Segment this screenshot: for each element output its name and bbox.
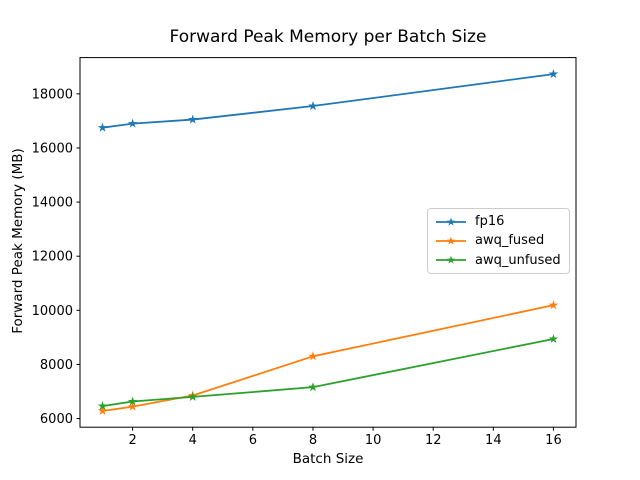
y-tick-label: 10000 [32, 304, 73, 319]
axes-spines [79, 57, 577, 428]
data-point-marker-fp16 [308, 101, 318, 111]
y-tick-label: 18000 [32, 87, 73, 102]
legend-item-label: awq_unfused [475, 252, 561, 268]
y-axis-label: Forward Peak Memory (MB) [10, 148, 26, 334]
x-tick-label: 14 [485, 433, 502, 448]
legend-sample-line-icon [436, 217, 466, 226]
x-tick-label: 12 [425, 433, 442, 448]
legend-sample-line-icon [436, 236, 466, 245]
chart-title: Forward Peak Memory per Batch Size [169, 27, 487, 47]
x-axis-label: Batch Size [292, 451, 364, 467]
x-tick-label: 2 [128, 433, 136, 448]
y-tick-label: 16000 [32, 141, 73, 156]
y-tick-label: 12000 [32, 250, 73, 265]
x-tick-label: 10 [365, 433, 382, 448]
legend-item-awq-fused: awq_fused [434, 231, 563, 250]
data-point-marker-awq_unfused [97, 401, 108, 411]
data-point-marker-awq_unfused [127, 396, 138, 406]
y-tick-label: 8000 [40, 358, 73, 373]
data-point-marker-awq_fused [308, 351, 318, 361]
legend-item-fp16: fp16 [434, 212, 563, 231]
x-tick-label: 16 [545, 433, 562, 448]
x-tick-label: 8 [309, 433, 317, 448]
data-point-marker-fp16 [548, 69, 559, 79]
series-line-awq_fused [102, 304, 554, 412]
legend: fp16 awq_fused awq_unfused [427, 208, 570, 274]
data-point-marker-fp16 [97, 122, 108, 132]
data-point-marker-awq_fused [97, 405, 108, 416]
data-point-marker-awq_unfused [548, 333, 559, 344]
x-tick-label: 6 [249, 433, 257, 448]
data-point-marker-awq_unfused [308, 382, 318, 392]
data-point-marker-fp16 [127, 118, 138, 128]
data-point-marker-awq_fused [548, 300, 559, 310]
data-point-marker-awq_unfused [187, 391, 198, 401]
y-tick-label: 6000 [40, 412, 73, 427]
x-tick-label: 4 [189, 433, 197, 448]
series-line-fp16 [102, 73, 554, 129]
legend-item-label: awq_fused [475, 233, 545, 249]
y-tick-label: 14000 [32, 196, 73, 211]
data-point-marker-awq_fused [127, 401, 138, 411]
legend-sample-line-icon [436, 255, 466, 264]
data-point-marker-fp16 [187, 114, 198, 124]
legend-item-awq-unfused: awq_unfused [434, 251, 563, 270]
legend-item-label: fp16 [475, 214, 505, 230]
series-line-awq_unfused [102, 338, 554, 407]
